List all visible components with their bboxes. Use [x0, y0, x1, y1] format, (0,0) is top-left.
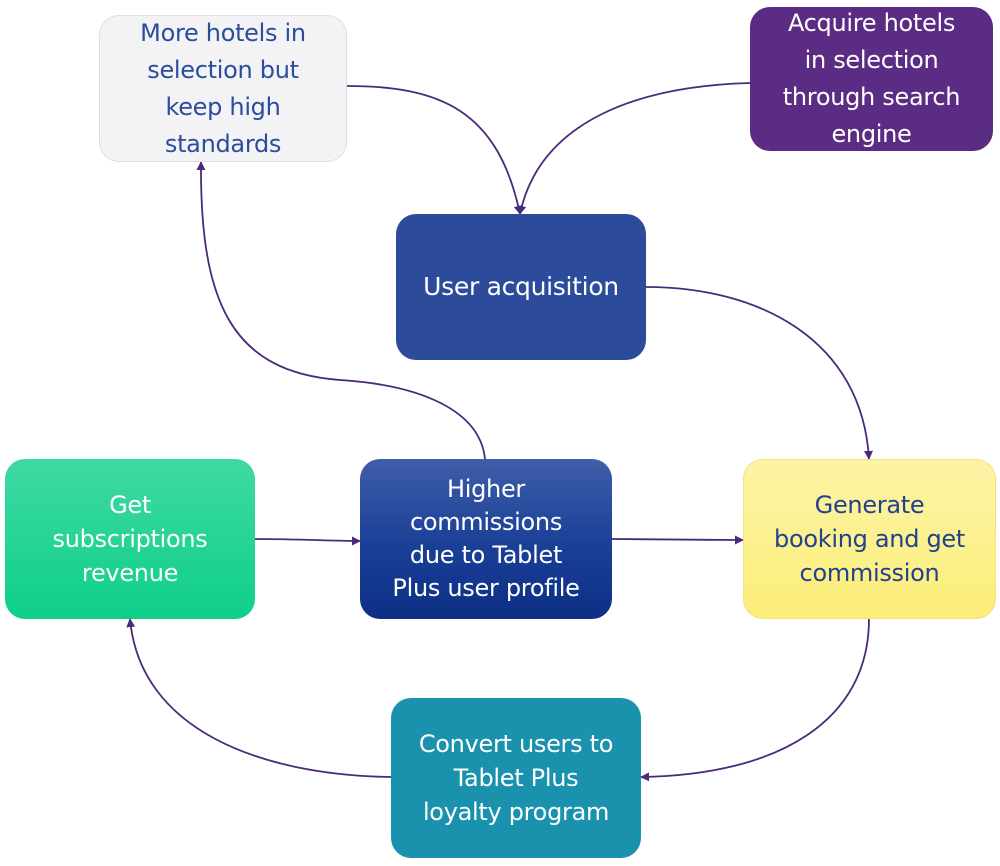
- arrow-get-subscriptions-to-higher-commissions: [254, 536, 361, 546]
- node-user-acquisition: User acquisition: [396, 214, 646, 360]
- arrow-user-acquisition-to-generate-booking: [645, 286, 874, 460]
- node-get-subscriptions-line-1: Get: [109, 491, 151, 519]
- node-get-subscriptions-line-2: subscriptions: [52, 525, 208, 553]
- node-get-subscriptions: Get subscriptions revenue: [5, 459, 255, 619]
- node-higher-commissions: Higher commissions due to Tablet Plus us…: [360, 459, 612, 619]
- arrow-acquire-hotels-to-user-acquisition: [517, 82, 751, 215]
- node-generate-booking: Generate booking and get commission: [743, 459, 996, 619]
- arrow-convert-users-to-get-subscriptions: [126, 618, 392, 778]
- node-acquire-hotels: Acquire hotels in selection through sear…: [750, 7, 993, 151]
- node-higher-commissions-line-3: due to Tablet: [409, 541, 563, 569]
- node-higher-commissions-line-4: Plus user profile: [392, 574, 580, 602]
- arrow-more-hotels-to-user-acquisition: [346, 85, 523, 215]
- node-convert-users: Convert users to Tablet Plus loyalty pro…: [391, 698, 641, 858]
- node-more-hotels: More hotels in selection but keep high s…: [99, 15, 347, 162]
- node-higher-commissions-line-1: Higher: [446, 475, 525, 503]
- node-acquire-hotels-line-3: through search: [782, 83, 961, 111]
- node-acquire-hotels-line-2: in selection: [804, 46, 939, 74]
- node-more-hotels-line-3: keep high: [165, 92, 281, 121]
- node-more-hotels-line-4: standards: [164, 129, 282, 158]
- arrow-higher-commissions-to-more-hotels: [196, 161, 486, 460]
- node-acquire-hotels-line-1: Acquire hotels: [787, 9, 956, 37]
- node-more-hotels-line-2: selection but: [147, 55, 299, 84]
- node-generate-booking-line-1: Generate: [814, 491, 925, 519]
- arrow-generate-booking-to-convert-users: [640, 618, 870, 782]
- node-user-acquisition-line-1: User acquisition: [423, 272, 619, 301]
- node-acquire-hotels-line-4: engine: [831, 120, 912, 148]
- arrow-higher-commissions-to-generate-booking: [611, 535, 744, 545]
- node-convert-users-line-3: loyalty program: [422, 798, 610, 826]
- node-generate-booking-line-3: commission: [799, 559, 940, 587]
- node-convert-users-line-1: Convert users to: [418, 730, 614, 758]
- node-more-hotels-line-1: More hotels in: [140, 18, 306, 47]
- node-get-subscriptions-line-3: revenue: [81, 559, 179, 587]
- node-generate-booking-line-2: booking and get: [774, 525, 965, 553]
- node-higher-commissions-line-2: commissions: [409, 508, 563, 536]
- node-convert-users-line-2: Tablet Plus: [453, 764, 579, 792]
